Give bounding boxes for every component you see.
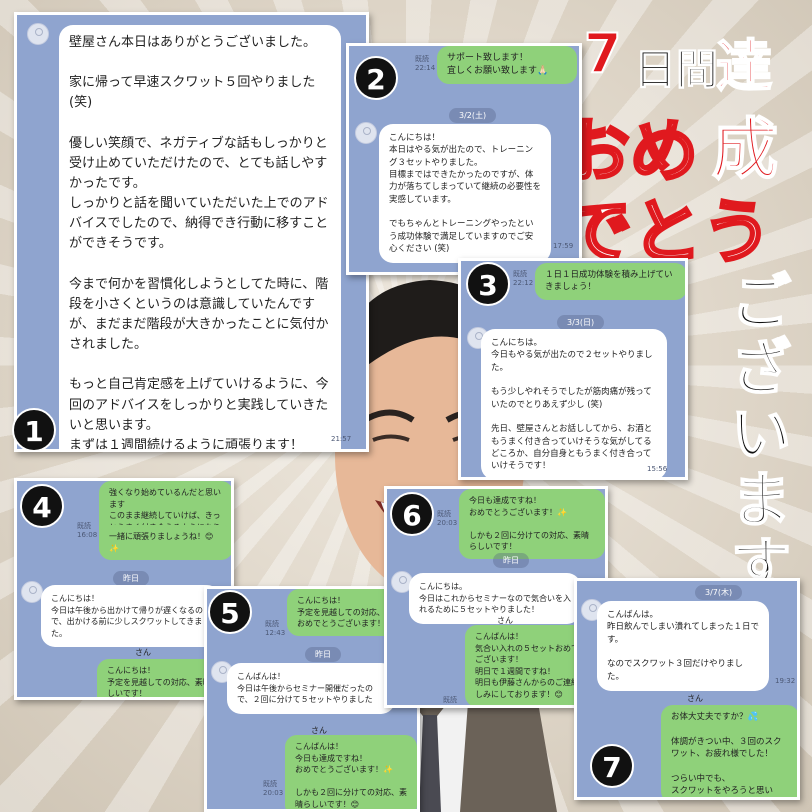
read-time: 既読 22:14 [415,55,436,72]
message-time: 21:57 [331,435,352,443]
sent-message-bubble: お体大丈夫ですか？💦 体調がきつい中、３回のスクワット、お疲れ様でした！ つらい… [661,705,797,797]
read-time: 既読 12:43 [265,620,286,637]
chat-screenshot-3: 既読 22:12 １日１日成功体験を積み上げていきましょう！ 3/3(日) こん… [458,258,688,480]
message-bubble: こんにちは。 今日はこれからセミナーなので気合いを入れるために５セットやりました… [409,573,581,624]
read-time: 既読 19:36 [443,696,457,704]
read-time: 既読 20:03 [437,510,458,527]
date-chip: 昨日 [113,571,149,586]
sent-message-bubble: 一緒に頑張りましょうね！😊✨ [99,525,231,561]
title-seven: 7 [583,21,623,86]
title-gozaimasu: ご ざ い ま す [726,268,796,601]
card-number-badge: 3 [466,262,510,306]
title-char: ざ [730,334,792,404]
message-bubble: 壁屋さん本日はありがとうございました。 家に帰って早速スクワット５回やりました … [59,25,341,449]
card-number-badge: 4 [20,484,64,528]
sent-message-bubble: サポート致します！ 宜しくお願い致します🙏🏻 [437,46,577,85]
message-bubble: こんにちは！ 今日は午後から出かけて帰りが遅くなるので、出かける前に少しスクワッ… [41,585,221,648]
card-number-badge: 1 [12,408,56,452]
avatar [21,581,43,603]
read-time: 既読 20:03 [263,780,284,797]
date-chip: 3/3(日) [557,315,605,330]
message-bubble: こんばんは！ 今日は午後からセミナー開催だったので、２回に分けて５セットやりまし… [227,663,395,714]
card-number-badge: 7 [590,744,634,788]
title-char: ご [730,268,792,338]
title-achieve-2: 成 [711,110,779,189]
chat-screenshot-7: 3/7(木) こんばんは。 昨日飲んでしまい潰れてしまった１日です。 なのでスク… [574,578,800,800]
sent-message-bubble: １日１日成功体験を積み上げていきましょう！ [535,263,685,300]
message-time: 17:59 [553,242,574,250]
read-time: 既読 16:08 [77,522,98,539]
date-chip: 昨日 [305,647,341,662]
message-bubble: こんばんは。 昨日飲んでしまい潰れてしまった１日です。 なのでスクワット３回だけ… [597,601,769,691]
avatar [355,122,377,144]
avatar [27,23,49,45]
sender-name: さん [311,726,327,735]
message-time: 19:32 [775,677,796,685]
sent-message-bubble: 今日も達成ですね！ おめでとうございます！✨ しかも２回に分けての対応、素晴らし… [459,489,605,559]
title-omedeto-1: おめ [560,112,699,194]
message-time: 15:56 [647,465,668,473]
read-time: 既読 22:12 [513,270,534,287]
sent-message-bubble: こんばんは！ 今日も達成ですね！ おめでとうございます！✨ しかも２回に分けての… [285,735,417,809]
message-bubble: こんにちは。 今日もやる気が出たので２セットやりました。 もう少しやれそうでした… [481,329,667,477]
date-chip: 昨日 [493,553,529,568]
sender-name: さん [497,616,513,625]
sender-name: さん [687,694,703,703]
date-chip: 3/2(土) [449,108,497,123]
title-char: ま [730,466,792,536]
card-number-badge: 2 [354,56,398,100]
congrats-title: 7 日間 達 おめ 成 でとう ご ざ い ま す [544,8,804,601]
title-char: い [730,400,792,470]
card-number-badge: 6 [390,492,434,536]
sender-name: さん [135,648,151,657]
chat-screenshot-1: 壁屋さん本日はありがとうございました。 家に帰って早速スクワット５回やりました … [14,12,369,452]
title-days: 日間 [633,45,719,95]
date-chip: 3/7(木) [695,585,743,600]
card-number-badge: 5 [208,590,252,634]
message-bubble: こんにちは！ 本日はやる気が出たので、トレーニング３セットやりました。 目標まで… [379,124,551,264]
title-achieve: 達 [715,34,773,101]
chat-screenshot-2: 既読 22:14 サポート致します！ 宜しくお願い致します🙏🏻 3/2(土) こ… [346,43,582,275]
